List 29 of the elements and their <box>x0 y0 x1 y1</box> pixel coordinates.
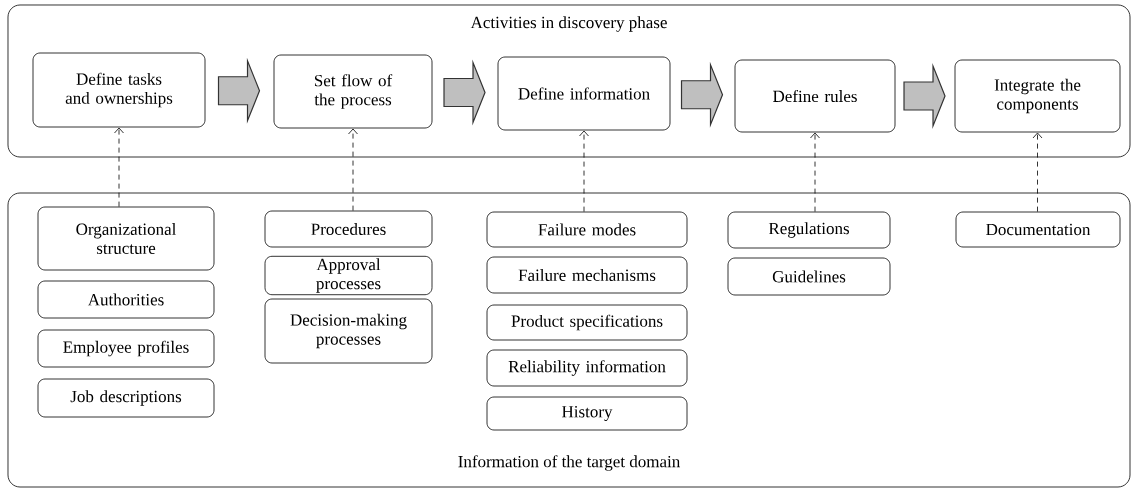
process-box: Decision-making processes <box>264 298 433 364</box>
process-box: Set flow of the process <box>273 54 433 129</box>
process-box: Regulations <box>727 211 891 249</box>
process-box: Guidelines <box>727 257 891 296</box>
process-box: Employee profiles <box>37 329 215 368</box>
process-box: Define tasks and ownerships <box>32 52 206 128</box>
block-arrow <box>903 62 946 130</box>
dashed-arrow <box>1032 132 1043 212</box>
process-box: Integrate the components <box>954 59 1121 133</box>
block-arrow <box>217 57 261 124</box>
dashed-arrow <box>579 130 589 212</box>
block-arrow <box>680 61 724 128</box>
process-box: Failure mechanisms <box>486 256 688 294</box>
dashed-arrow <box>348 128 358 211</box>
dashed-arrow <box>114 127 124 207</box>
process-box: History <box>486 396 688 431</box>
process-box: Documentation <box>955 211 1121 248</box>
process-box: Approval processes <box>264 255 433 296</box>
process-box: Product specifications <box>486 304 688 341</box>
process-box: Procedures <box>264 210 433 248</box>
process-box: Organizational structure <box>37 206 215 271</box>
process-box: Reliability information <box>486 349 688 387</box>
process-box: Job descriptions <box>37 378 215 418</box>
process-box: Authorities <box>37 280 215 319</box>
process-box: Define information <box>497 56 671 131</box>
dashed-arrow <box>810 132 820 212</box>
process-box: Define rules <box>734 59 896 133</box>
process-box: Failure modes <box>486 211 688 248</box>
block-arrow <box>443 59 486 126</box>
